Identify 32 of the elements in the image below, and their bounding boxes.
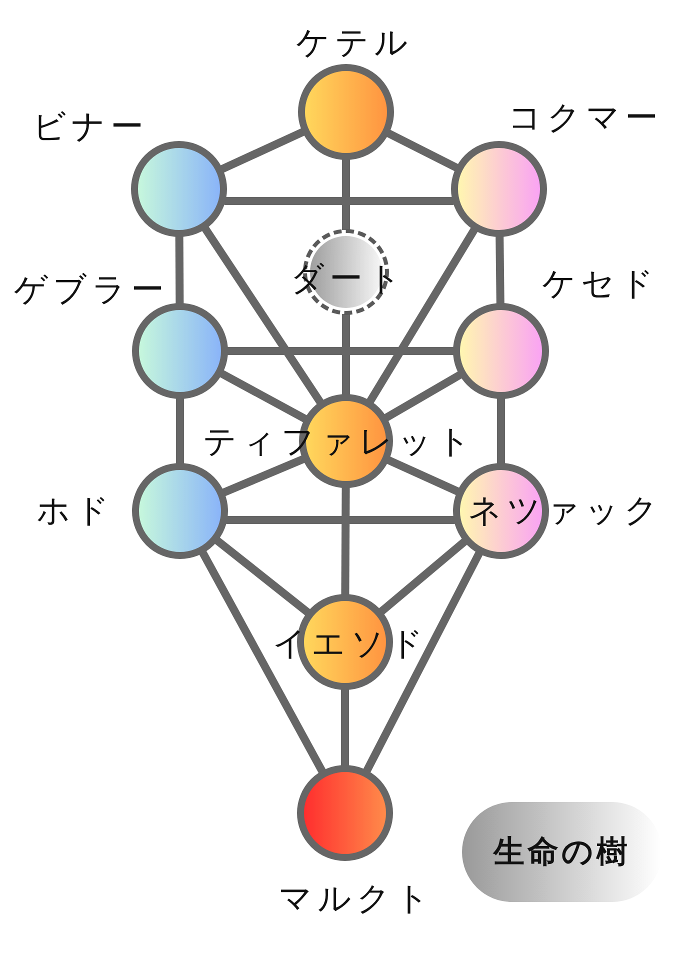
connector-line xyxy=(342,159,350,230)
connector-line xyxy=(214,537,311,616)
connector-line xyxy=(222,455,306,496)
node-label: ビナー xyxy=(32,110,148,142)
connector-line xyxy=(384,371,462,422)
connector-line xyxy=(378,538,468,615)
connector-line xyxy=(341,689,349,766)
connector-line xyxy=(342,314,350,395)
connector-line xyxy=(220,128,305,173)
connector-line xyxy=(227,347,454,355)
node-label: ホド xyxy=(36,494,114,526)
node-label: ケテル xyxy=(296,26,413,58)
node-label: コクマー xyxy=(508,100,663,134)
connector-line xyxy=(176,398,184,464)
node-label: ダート xyxy=(290,262,406,294)
connector-line xyxy=(341,486,350,596)
connector-line xyxy=(199,550,326,774)
connector-line xyxy=(175,236,184,304)
connector-line xyxy=(386,130,459,172)
node-label: マルクト xyxy=(278,882,434,914)
connector-line xyxy=(363,550,483,774)
connector-line xyxy=(497,398,505,464)
node-label: ケセド xyxy=(542,266,659,300)
connector-line xyxy=(366,227,478,404)
connector-line xyxy=(224,197,454,205)
node-label: ゲブラー xyxy=(14,272,169,306)
node-label: ネツァック xyxy=(468,494,663,526)
connector-line xyxy=(226,516,455,524)
connector-line xyxy=(496,236,504,304)
connector-line xyxy=(386,456,460,496)
connector-line xyxy=(219,370,308,423)
connector-line xyxy=(202,226,324,405)
